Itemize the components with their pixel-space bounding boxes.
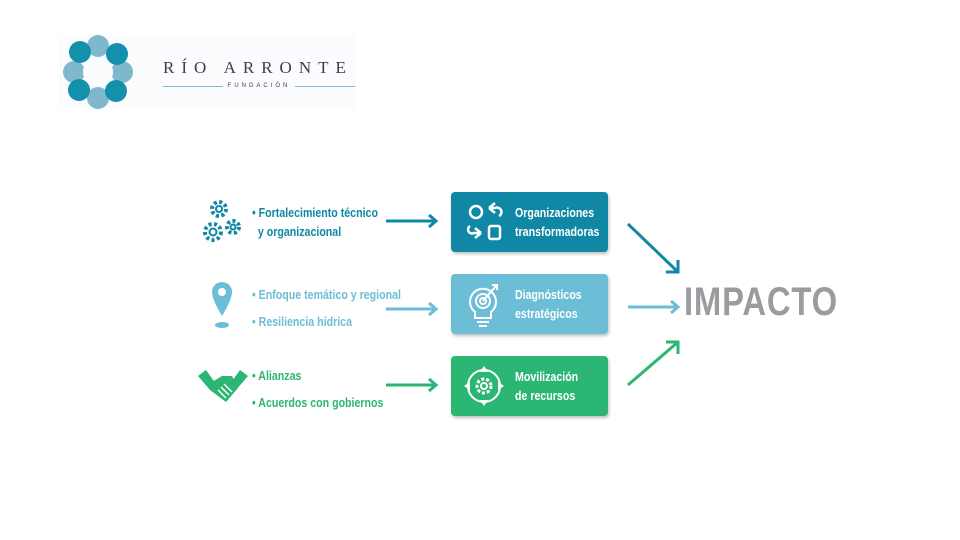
arrow-icon [386, 214, 439, 228]
box-label: de recursos [515, 389, 576, 403]
row1-bullets: • Fortalecimiento técnico y organizacion… [252, 204, 378, 242]
brand-subtitle: FUNDACIÓN [163, 83, 356, 89]
gears-icon [203, 200, 241, 242]
subtitle-text: FUNDACIÓN [227, 83, 291, 89]
impact-label: IMPACTO [684, 280, 838, 324]
bullet: • Enfoque temático y regional [252, 288, 401, 302]
impact-arrows [626, 222, 681, 387]
box-label: transformadoras [515, 225, 600, 239]
box-diagnosticos: Diagnósticos estratégicos [451, 274, 608, 334]
arrow-icon [627, 340, 680, 387]
arrow-icon [386, 378, 439, 392]
bullet: • Acuerdos con gobiernos [252, 396, 384, 410]
target-bulb-icon [469, 284, 498, 327]
arrow-icon [628, 299, 681, 315]
row2-bullets: • Enfoque temático y regional • Resilien… [252, 282, 401, 336]
handshake-icon [198, 370, 248, 402]
box-label: estratégicos [515, 307, 578, 321]
transform-icon [467, 202, 503, 241]
bullet: • Alianzas [252, 369, 302, 383]
bullet: • Resiliencia hídrica [252, 315, 352, 329]
box-label: Organizaciones [515, 206, 595, 220]
bullet: • Fortalecimiento técnico [252, 206, 378, 220]
box-organizaciones: Organizaciones transformadoras [451, 192, 608, 252]
arrow-icon [386, 302, 439, 316]
arrow-icon [626, 222, 680, 274]
row3-bullets: • Alianzas • Acuerdos con gobiernos [252, 363, 383, 417]
gear-arrows-icon [464, 366, 504, 406]
box-movilizacion: Movilización de recursos [451, 356, 608, 416]
box-label: Diagnósticos [515, 288, 582, 302]
location-pin-icon [212, 282, 232, 328]
bullet: y organizacional [252, 225, 342, 239]
logo-flower-icon [63, 35, 133, 109]
box-label: Movilización [515, 370, 579, 384]
brand-name: RÍO ARRONTE [163, 58, 353, 77]
logo: RÍO ARRONTE FUNDACIÓN [58, 34, 356, 110]
